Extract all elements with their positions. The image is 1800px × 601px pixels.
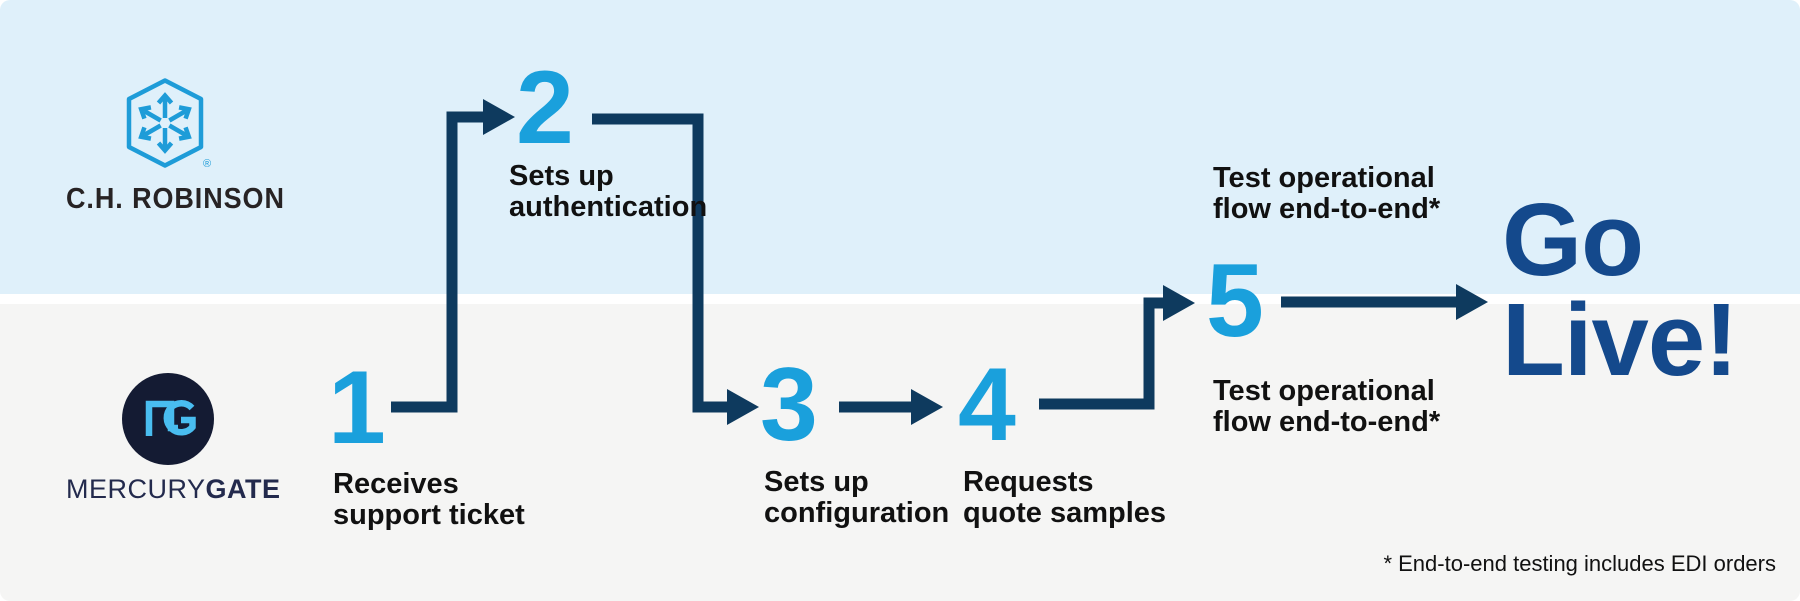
connector-step2-to-step3 <box>592 113 759 425</box>
step-3-label: Sets up configuration <box>764 466 950 530</box>
mercurygate-wordmark-gate: GATE <box>205 474 281 504</box>
go-live-heading: Go Live! <box>1502 182 1738 397</box>
step-4-number: 4 <box>958 347 1016 463</box>
mercurygate-wordmark-mercury: MERCURY <box>66 474 206 504</box>
registered-trademark-symbol: ® <box>203 158 212 170</box>
step-3-number: 3 <box>760 347 818 463</box>
connector-step1-to-step2 <box>391 99 515 413</box>
chrobinson-wordmark: C.H. ROBINSON <box>66 183 285 215</box>
step-4-label: Requests quote samples <box>963 466 1167 530</box>
step-5-label-below: Test operational flow end-to-end* <box>1213 375 1441 439</box>
mercurygate-monogram-circle-icon <box>122 373 214 465</box>
connector-step4-to-step5 <box>1039 285 1195 410</box>
connector-step5-to-golive <box>1281 284 1488 320</box>
chrobinson-hexagon-arrows-icon <box>126 78 204 168</box>
footnote: * End-to-end testing includes EDI orders <box>1383 551 1776 576</box>
mercurygate-lane-background <box>0 304 1800 601</box>
step-5-number: 5 <box>1206 243 1264 359</box>
connector-step3-to-step4 <box>839 389 943 425</box>
step-1-number: 1 <box>328 350 386 466</box>
chrobinson-lane-background <box>0 0 1800 294</box>
step-1-label: Receives support ticket <box>333 468 525 532</box>
step-5-label-above: Test operational flow end-to-end* <box>1213 162 1441 226</box>
mercurygate-wordmark: MERCURYGATE <box>66 474 281 505</box>
step-2-number: 2 <box>516 50 574 166</box>
step-2-label: Sets up authentication <box>509 160 708 224</box>
